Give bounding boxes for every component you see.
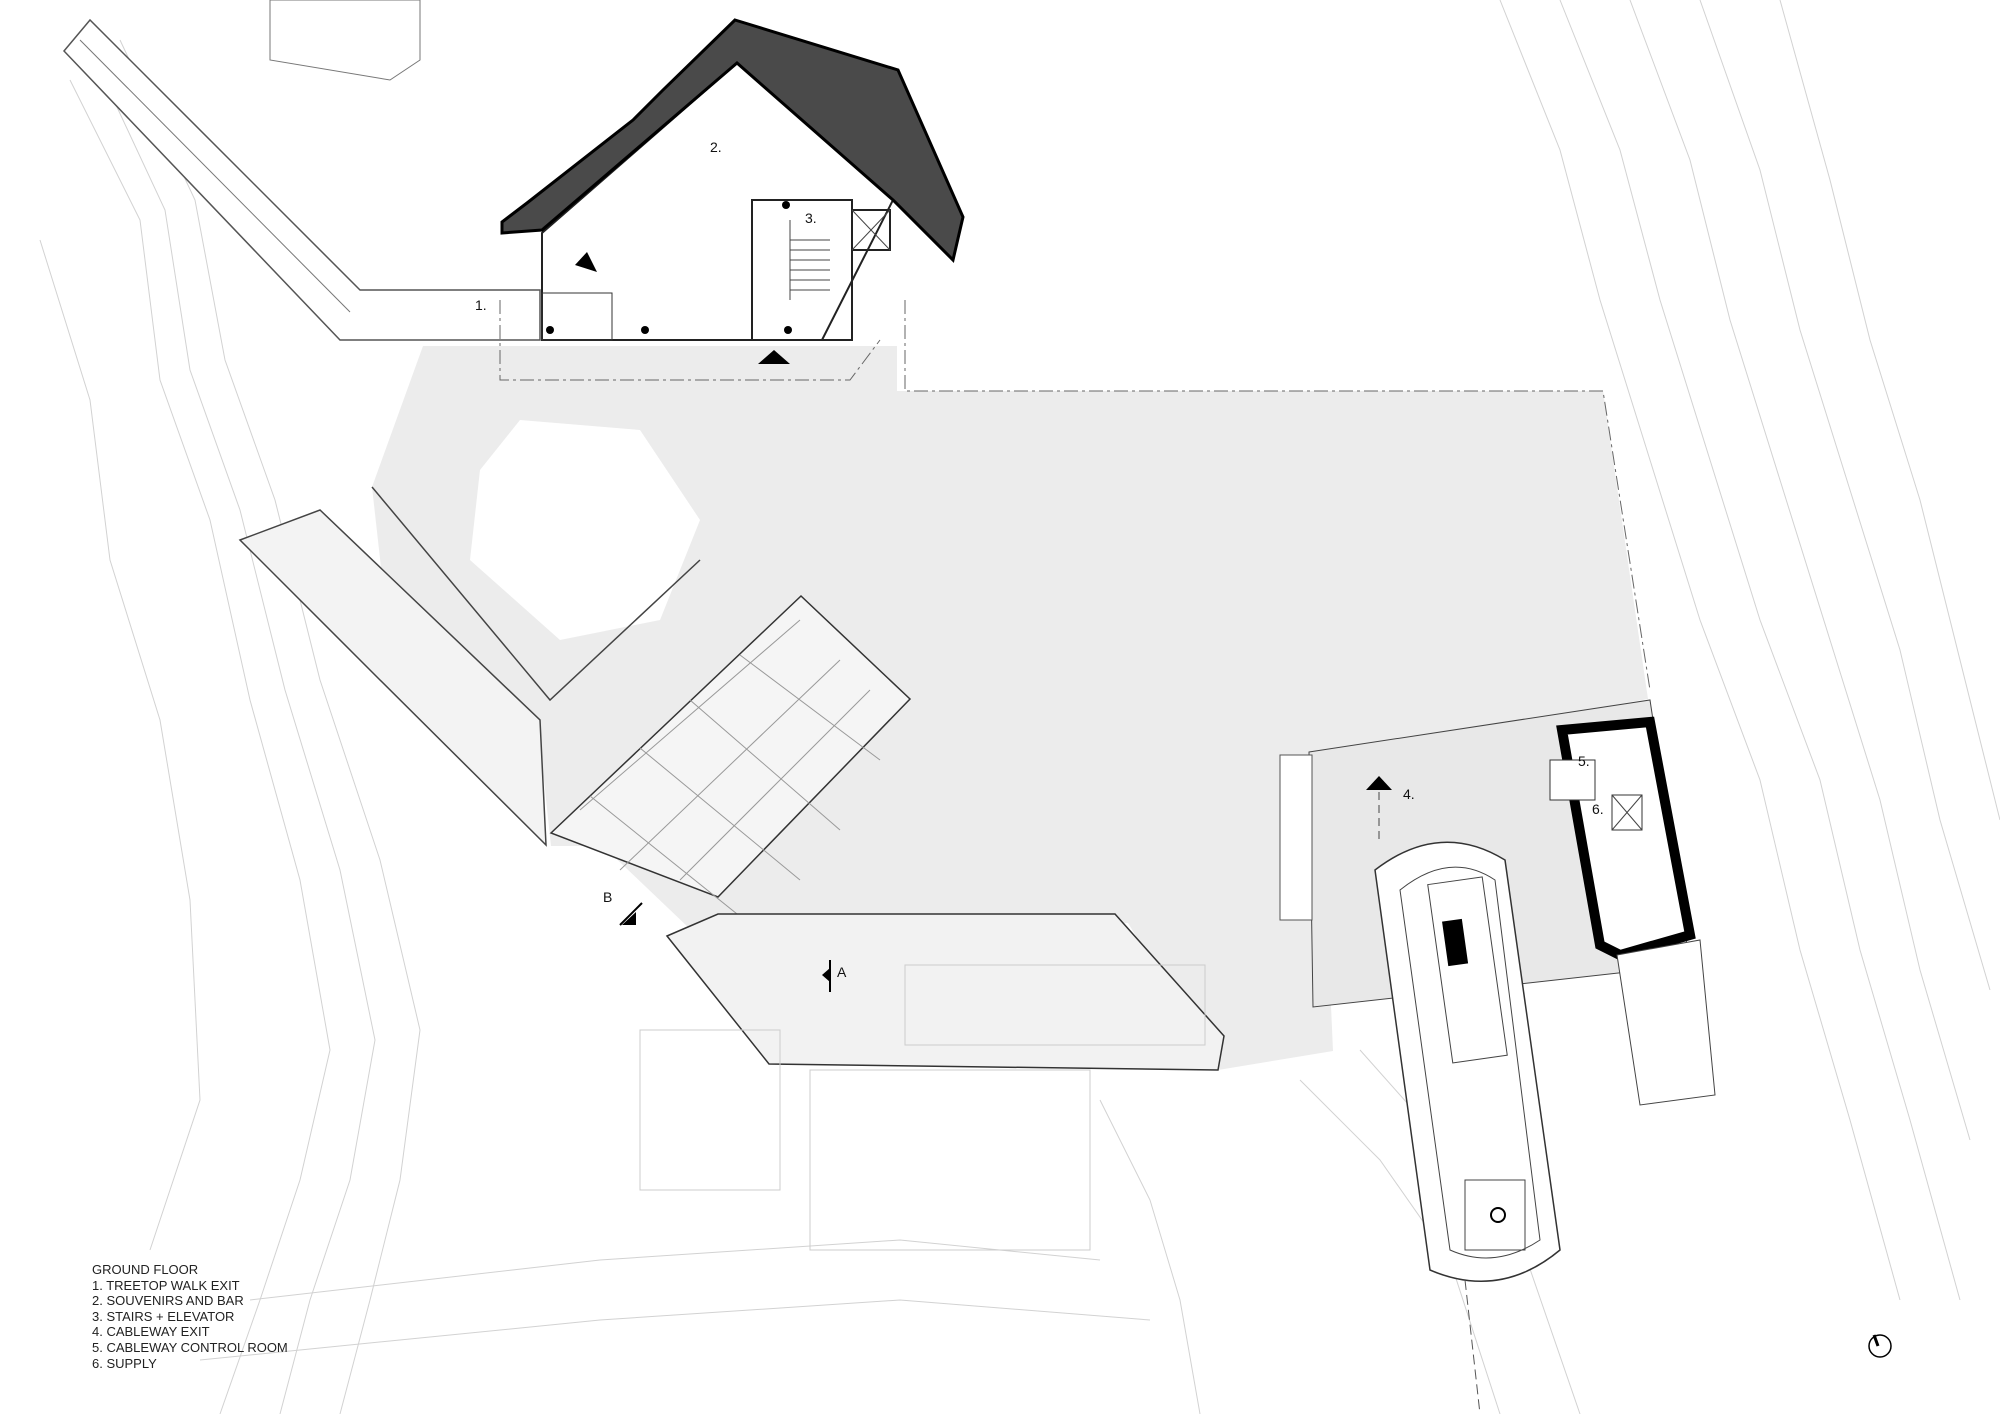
legend-item: 3. STAIRS + ELEVATOR [92,1308,235,1324]
south-building [639,913,1225,1251]
legend-item: 5. CABLEWAY CONTROL ROOM [92,1339,288,1355]
section-mark-a: A [822,960,847,992]
roof [500,18,965,263]
section-label-b: B [603,889,612,905]
cableway-exit-arrow [1366,776,1392,790]
legend-title: GROUND FLOOR [92,1262,199,1277]
canopy-outline [499,300,881,381]
room-label-3: 3. [805,210,817,226]
grid-building [549,594,912,931]
north-arrow-icon [1868,1334,1892,1358]
plaza-void [470,420,700,640]
section-label-a: A [837,964,847,980]
cableway-station [1279,699,1716,1414]
room-label-1: 1. [475,297,487,313]
room-label-6: 6. [1592,801,1604,817]
exit-arrow [575,252,597,272]
treetop-walkway [62,0,541,341]
room-label-4: 4. [1403,786,1415,802]
west-wing [238,509,547,847]
legend-item: 6. SUPPLY [92,1355,157,1371]
legend-item: 1. TREETOP WALK EXIT [92,1277,240,1293]
entrance-arrow [758,350,790,364]
legend-item: 2. SOUVENIRS AND BAR [92,1293,244,1309]
legend-item: 4. CABLEWAY EXIT [92,1324,210,1340]
room-label-2: 2. [710,139,722,155]
room-label-5: 5. [1578,753,1590,769]
canopy-outline-east [904,300,1651,691]
souvenirs-building [500,18,965,364]
legend: GROUND FLOOR 1. TREETOP WALK EXIT 2. SOU… [92,1262,288,1371]
section-mark-b: B [603,889,643,926]
